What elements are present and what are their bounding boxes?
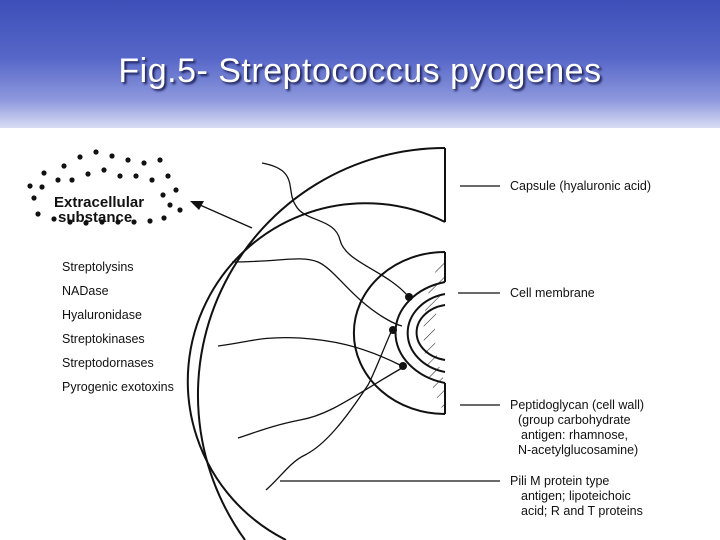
capsule-inner-arc: [186, 202, 446, 540]
membrane-dot: [405, 293, 413, 301]
membrane-label: Cell membrane: [510, 286, 595, 300]
left-list-item: Streptolysins: [62, 260, 134, 274]
capsule-label: Capsule (hyaluronic acid): [510, 179, 651, 193]
membrane-inner-arc: [415, 304, 446, 361]
extracellular-label-2: substance: [58, 209, 132, 226]
membrane-dot: [389, 326, 397, 334]
extracellular-arrow-head: [190, 201, 204, 210]
pili-label-1: Pili M protein type: [510, 474, 609, 488]
extracellular-arrow-line: [199, 204, 253, 229]
extracellular-label-1: Extracellular: [54, 194, 144, 211]
extracellular-dots: [27, 149, 183, 226]
left-list-item: Pyrogenic exotoxins: [62, 380, 174, 394]
title-banner: Fig.5- Streptococcus pyogenes: [0, 0, 720, 128]
peptidoglycan-ring: [423, 252, 445, 414]
pili-label-3: acid; R and T proteins: [521, 504, 643, 518]
membrane-dot: [399, 362, 407, 370]
left-list-item: Streptodornases: [62, 356, 154, 370]
pili-lines: [217, 162, 409, 491]
peptidoglycan-label-4: N-acetylglucosamine): [518, 443, 638, 457]
left-list-item: Hyaluronidase: [62, 308, 142, 322]
peptidoglycan-label-1: Peptidoglycan (cell wall): [510, 398, 644, 412]
peptidoglycan-outer-arc: [352, 251, 446, 415]
peptidoglycan-label-2: (group carbohydrate: [518, 413, 631, 427]
pili-label-2: antigen; lipoteichoic: [521, 489, 631, 503]
peptidoglycan-label-3: antigen: rhamnose,: [521, 428, 628, 442]
left-list-item: Streptokinases: [62, 332, 145, 346]
membrane-arc: [406, 293, 446, 373]
left-list-item: NADase: [62, 284, 109, 298]
capsule-outer-arc: [196, 147, 446, 540]
page-title: Fig.5- Streptococcus pyogenes: [118, 52, 602, 90]
leader-lines: [280, 185, 500, 482]
